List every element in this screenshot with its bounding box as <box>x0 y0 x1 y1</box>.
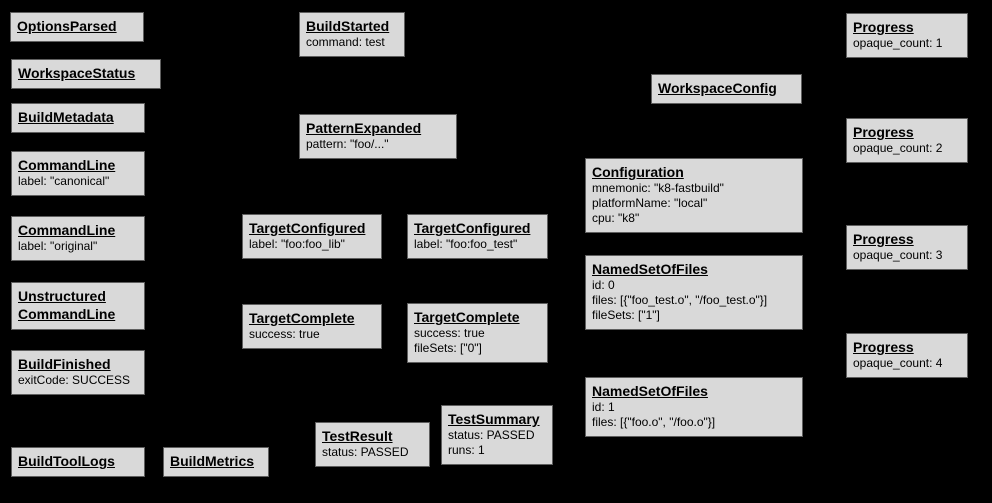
node-unstructured-command-line: Unstructured CommandLine <box>11 282 145 330</box>
node-field: id: 1 <box>592 400 615 414</box>
node-title: TestSummary <box>448 411 540 427</box>
node-workspace-status: WorkspaceStatus <box>11 59 161 89</box>
node-title: TestResult <box>322 428 393 444</box>
node-target-configured-foo-test: TargetConfigured label: "foo:foo_test" <box>407 214 548 259</box>
node-title: NamedSetOfFiles <box>592 261 708 277</box>
node-pattern-expanded: PatternExpanded pattern: "foo/..." <box>299 114 457 159</box>
node-title: BuildToolLogs <box>18 453 115 469</box>
node-title: BuildFinished <box>18 356 111 372</box>
node-title: Configuration <box>592 164 684 180</box>
node-workspace-config: WorkspaceConfig <box>651 74 802 104</box>
node-title: Progress <box>853 124 914 140</box>
node-title: CommandLine <box>18 222 116 238</box>
node-build-finished: BuildFinished exitCode: SUCCESS <box>11 350 145 395</box>
node-named-set-of-files-1: NamedSetOfFiles id: 1 files: [{"foo.o", … <box>585 377 803 437</box>
node-build-started: BuildStarted command: test <box>299 12 405 57</box>
node-field: success: true <box>414 326 485 340</box>
node-target-complete-foo-lib: TargetComplete success: true <box>242 304 382 349</box>
node-title: BuildMetadata <box>18 109 114 125</box>
node-title: Progress <box>853 231 914 247</box>
node-progress-1: Progress opaque_count: 1 <box>846 13 968 58</box>
node-title: NamedSetOfFiles <box>592 383 708 399</box>
node-test-summary: TestSummary status: PASSED runs: 1 <box>441 405 553 465</box>
node-field: opaque_count: 3 <box>853 248 943 262</box>
node-build-metrics: BuildMetrics <box>163 447 269 477</box>
node-options-parsed: OptionsParsed <box>10 12 144 42</box>
node-field: success: true <box>249 327 320 341</box>
node-build-metadata: BuildMetadata <box>11 103 145 133</box>
node-field: opaque_count: 4 <box>853 356 943 370</box>
node-build-tool-logs: BuildToolLogs <box>11 447 145 477</box>
node-field: pattern: "foo/..." <box>306 137 389 151</box>
node-title: WorkspaceConfig <box>658 80 777 96</box>
node-field: opaque_count: 1 <box>853 36 943 50</box>
node-field: label: "foo:foo_test" <box>414 237 518 251</box>
node-title: TargetComplete <box>414 309 520 325</box>
node-title: TargetComplete <box>249 310 355 326</box>
node-field: label: "foo:foo_lib" <box>249 237 345 251</box>
node-field: id: 0 <box>592 278 615 292</box>
node-field: status: PASSED <box>322 445 409 459</box>
node-title: TargetConfigured <box>414 220 531 236</box>
node-target-configured-foo-lib: TargetConfigured label: "foo:foo_lib" <box>242 214 382 259</box>
node-field: label: "original" <box>18 239 98 253</box>
node-field: label: "canonical" <box>18 174 110 188</box>
node-field: fileSets: ["1"] <box>592 308 660 322</box>
node-progress-2: Progress opaque_count: 2 <box>846 118 968 163</box>
node-title: CommandLine <box>18 157 116 173</box>
node-named-set-of-files-0: NamedSetOfFiles id: 0 files: [{"foo_test… <box>585 255 803 330</box>
node-title: BuildStarted <box>306 18 390 34</box>
node-field: cpu: "k8" <box>592 211 640 225</box>
node-field: mnemonic: "k8-fastbuild" <box>592 181 724 195</box>
node-field: files: [{"foo.o", "/foo.o"}] <box>592 415 716 429</box>
node-title: Unstructured <box>18 288 106 304</box>
node-title: PatternExpanded <box>306 120 422 136</box>
node-field: command: test <box>306 35 385 49</box>
node-command-line-original: CommandLine label: "original" <box>11 216 145 261</box>
node-field: platformName: "local" <box>592 196 708 210</box>
node-field: opaque_count: 2 <box>853 141 943 155</box>
node-field: files: [{"foo_test.o", "/foo_test.o"}] <box>592 293 768 307</box>
node-title-line2: CommandLine <box>18 306 116 322</box>
node-field: status: PASSED <box>448 428 535 442</box>
node-title: WorkspaceStatus <box>18 65 136 81</box>
node-field: runs: 1 <box>448 443 485 457</box>
node-title: Progress <box>853 339 914 355</box>
node-progress-3: Progress opaque_count: 3 <box>846 225 968 270</box>
node-title: Progress <box>853 19 914 35</box>
node-title: TargetConfigured <box>249 220 366 236</box>
node-command-line-canonical: CommandLine label: "canonical" <box>11 151 145 196</box>
node-field: fileSets: ["0"] <box>414 341 482 355</box>
node-test-result: TestResult status: PASSED <box>315 422 430 467</box>
node-progress-4: Progress opaque_count: 4 <box>846 333 968 378</box>
node-title: OptionsParsed <box>17 18 117 34</box>
node-target-complete-foo-test: TargetComplete success: true fileSets: [… <box>407 303 548 363</box>
node-configuration: Configuration mnemonic: "k8-fastbuild" p… <box>585 158 803 233</box>
node-field: exitCode: SUCCESS <box>18 373 131 387</box>
node-title: BuildMetrics <box>170 453 255 469</box>
